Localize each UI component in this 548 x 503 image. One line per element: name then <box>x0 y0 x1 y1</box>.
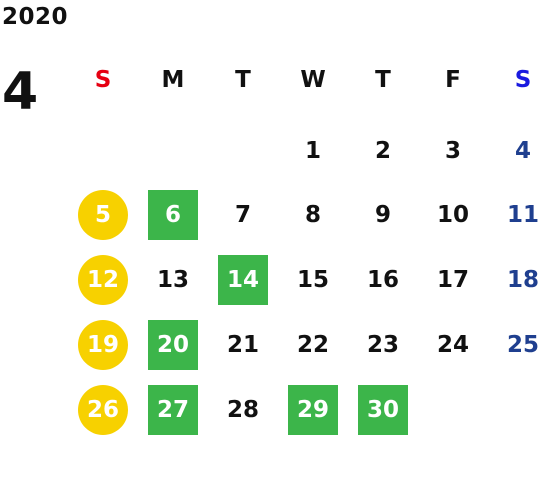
calendar-day: 30 <box>358 385 408 435</box>
calendar-day: 6 <box>148 190 198 240</box>
calendar-day: 25 <box>506 332 539 358</box>
calendar-day: 3 <box>444 138 461 164</box>
year-label: 2020 <box>2 4 69 30</box>
weekday-header: S <box>94 67 112 93</box>
calendar-day: 29 <box>288 385 338 435</box>
weekday-header: M <box>161 67 185 93</box>
weekday-header: T <box>375 67 391 93</box>
calendar-day: 26 <box>78 385 128 435</box>
calendar-day: 10 <box>436 202 469 228</box>
weekday-header: W <box>300 67 326 93</box>
calendar-day: 1 <box>304 138 321 164</box>
calendar-day: 2 <box>374 138 391 164</box>
calendar-day: 18 <box>506 267 539 293</box>
calendar-day: 7 <box>234 202 251 228</box>
calendar-day: 12 <box>78 255 128 305</box>
calendar-day: 16 <box>366 267 399 293</box>
calendar-day: 15 <box>296 267 329 293</box>
calendar-day: 23 <box>366 332 399 358</box>
calendar-day: 19 <box>78 320 128 370</box>
month-label: 4 <box>2 62 39 122</box>
calendar-day: 4 <box>514 138 531 164</box>
calendar-day: 22 <box>296 332 329 358</box>
calendar-day: 27 <box>148 385 198 435</box>
calendar-day: 11 <box>506 202 539 228</box>
calendar-day: 13 <box>156 267 189 293</box>
weekday-header: T <box>235 67 251 93</box>
calendar-day: 9 <box>374 202 391 228</box>
calendar-day: 28 <box>226 397 259 423</box>
weekday-header: S <box>514 67 532 93</box>
calendar-day: 21 <box>226 332 259 358</box>
calendar-day: 14 <box>218 255 268 305</box>
calendar-day: 20 <box>148 320 198 370</box>
weekday-header: F <box>445 67 461 93</box>
calendar-day: 17 <box>436 267 469 293</box>
calendar-day: 5 <box>78 190 128 240</box>
calendar-day: 24 <box>436 332 469 358</box>
calendar-day: 8 <box>304 202 321 228</box>
